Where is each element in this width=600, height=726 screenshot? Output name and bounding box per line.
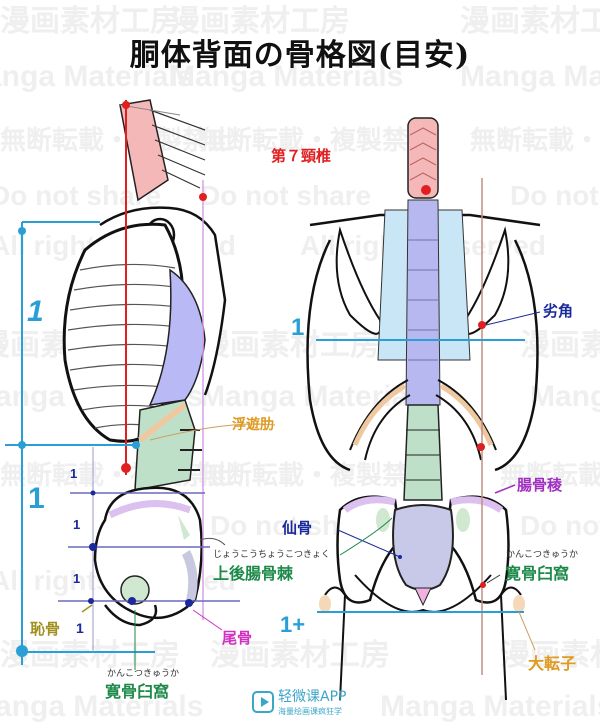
watermark: 漫画素材工房: [0, 5, 180, 38]
watermark: Manga Materials: [170, 60, 404, 93]
label-psis: 上後腸骨棘: [213, 564, 294, 583]
watermark: Manga Materials: [380, 690, 600, 723]
watermark: Manga Materials: [460, 60, 600, 93]
watermark: Manga Materials: [0, 60, 194, 93]
ratio-side-upper: 1: [27, 295, 44, 328]
ratio-side-small-1: 1: [70, 466, 78, 481]
label-acetabulum-left: 寛骨臼窩: [105, 682, 170, 701]
ratio-side-small-4: 1: [76, 620, 84, 636]
watermark: 漫画素材工房: [520, 329, 600, 362]
ratio-side-small-2: 1: [73, 517, 81, 532]
watermark: Do not share: [0, 180, 162, 211]
watermark: Manga Materials: [0, 690, 204, 723]
video-play-icon: [252, 690, 274, 713]
watermark: 漫画素材工房: [210, 639, 390, 672]
label-iliac-crest: 腸骨稜: [517, 476, 563, 494]
label-coccyx: 尾骨: [222, 629, 253, 647]
label-inferior-angle: 劣角: [543, 302, 574, 320]
watermark: Manga Materials: [530, 380, 600, 413]
logo-name: 轻微课APP: [278, 689, 347, 705]
back-guide-lines: [316, 178, 541, 675]
watermark: Do not share: [200, 180, 372, 211]
watermark: 漫画素材工房: [0, 639, 180, 672]
watermark: 漫画素材工房: [200, 329, 380, 362]
side-guide-lines: [5, 100, 276, 670]
label-pubis: 恥骨: [30, 620, 61, 638]
ratio-back-lower: 1+: [280, 612, 306, 637]
logo-tagline: 海量绘画课疯狂学: [278, 707, 342, 716]
ratio-side-lower: 1: [28, 482, 45, 515]
ratio-back-upper: 1: [291, 314, 305, 341]
watermark: 漫画素材工房: [170, 5, 350, 38]
page-title: 胴体背面の骨格図(目安): [129, 38, 471, 73]
label-greater-trochanter: 大転子: [528, 654, 577, 673]
watermark: Do not share: [510, 180, 600, 211]
back-view-skeleton: [306, 117, 541, 701]
watermark: 無断転載・複製禁止: [200, 125, 435, 155]
label-c7: 第７頸椎: [271, 147, 332, 165]
label-sacrum: 仙骨: [282, 519, 313, 537]
watermark: 無断転載・複製禁止: [470, 125, 600, 155]
watermark: 無断転載・複製禁止: [0, 460, 235, 490]
watermark: 漫画素材工房: [460, 5, 600, 38]
ruby-psis: じょうこうちょうこつきょく: [213, 550, 331, 560]
watermark: Do not share: [520, 510, 600, 541]
app-logo: 轻微课APP 海量绘画课疯狂学: [252, 686, 346, 717]
label-floating-rib: 浮遊肋: [232, 417, 274, 433]
ruby-acetabulum-right: かんこつきゅうか: [506, 550, 579, 560]
ratio-side-small-3: 1: [73, 571, 81, 586]
watermark: 無断転載・複製禁止: [500, 460, 600, 490]
watermark: 無断転載・複製禁止: [0, 125, 235, 155]
side-view-skeleton: [62, 99, 227, 627]
label-acetabulum-right: 寛骨臼窩: [505, 564, 570, 583]
watermark: 漫画素材工房: [500, 639, 600, 672]
watermark: 無断転載・複製禁止: [200, 460, 435, 490]
ruby-acetabulum-left: かんこつきゅうか: [107, 669, 180, 679]
